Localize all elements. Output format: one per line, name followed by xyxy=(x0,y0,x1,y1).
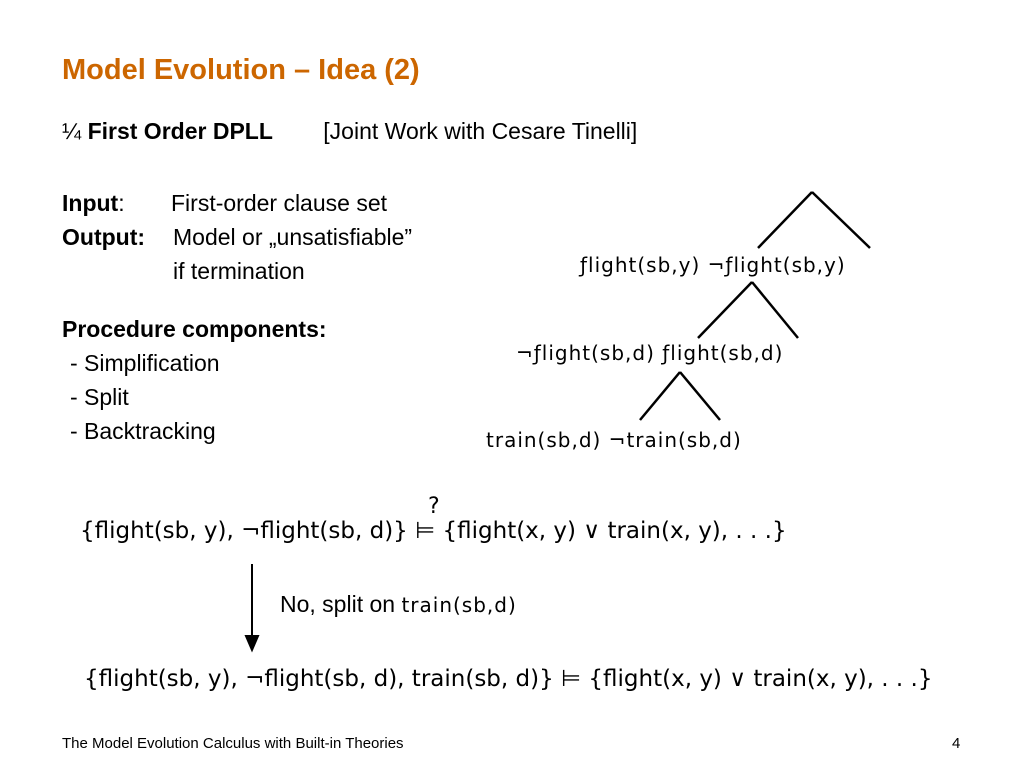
split-note-literal: train(sb,d) xyxy=(401,593,517,617)
procedure-item-backtracking: - Backtracking xyxy=(70,418,216,444)
output-value-2: if termination xyxy=(173,258,305,284)
subtitle-main: First Order DPLL xyxy=(87,118,273,144)
subtitle-bullet: ¼ xyxy=(62,118,82,144)
derivation-step2: {flight(sb, y), ¬flight(sb, d), train(sb… xyxy=(84,666,933,692)
step1-entails: ⊨ xyxy=(415,518,436,544)
procedure-item-simplification: - Simplification xyxy=(70,350,220,376)
step2-entails: ⊨ xyxy=(561,666,582,692)
step2-left-set: {flight(sb, y), ¬flight(sb, d), train(sb… xyxy=(84,666,554,692)
procedure-heading: Procedure components: xyxy=(62,316,327,342)
procedure-item-split: - Split xyxy=(70,384,129,410)
tree-edge-level2-right xyxy=(751,281,799,339)
split-note-text: No, split on xyxy=(280,591,396,617)
step2-right-set: {flight(x, y) ∨ train(x, y), . . .} xyxy=(588,666,933,692)
split-note: No, split on train(sb,d) xyxy=(280,591,517,618)
footer-caption: The Model Evolution Calculus with Built-… xyxy=(62,735,404,752)
tree-edge-level2-left xyxy=(697,281,753,339)
input-colon: : xyxy=(118,190,125,216)
tree-edge-root-right xyxy=(811,191,871,249)
input-label: Input xyxy=(62,190,119,216)
slide-title: Model Evolution – Idea (2) xyxy=(62,54,420,86)
entails-question-mark: ? xyxy=(428,494,440,519)
input-value: First-order clause set xyxy=(171,190,388,216)
output-value: Model or „unsatisfiable” xyxy=(173,224,413,250)
tree-edge-level3-left xyxy=(639,371,681,421)
derivation-step1: {flight(sb, y), ¬flight(sb, d)} ⊨ {fligh… xyxy=(80,518,787,544)
output-label: Output: xyxy=(62,224,146,250)
tree-level3-label: train(sb,d) ¬train(sb,d) xyxy=(486,428,742,452)
step1-left-set: {flight(sb, y), ¬flight(sb, d)} xyxy=(80,518,408,544)
page-number: 4 xyxy=(952,735,961,752)
input-line: Input: xyxy=(62,186,125,220)
tree-edge-level3-right xyxy=(679,371,721,421)
subtitle: ¼ First Order DPLL [Joint Work with Cesa… xyxy=(62,118,637,145)
step1-right-set: {flight(x, y) ∨ train(x, y), . . .} xyxy=(442,518,787,544)
derivation-arrow-head xyxy=(244,635,260,653)
tree-edge-root-left xyxy=(757,191,813,249)
tree-level1-label: ƒlight(sb,y) ¬ƒlight(sb,y) xyxy=(580,253,846,277)
subtitle-note: [Joint Work with Cesare Tinelli] xyxy=(323,118,638,144)
tree-level2-label: ¬ƒlight(sb,d) ƒlight(sb,d) xyxy=(516,341,784,365)
